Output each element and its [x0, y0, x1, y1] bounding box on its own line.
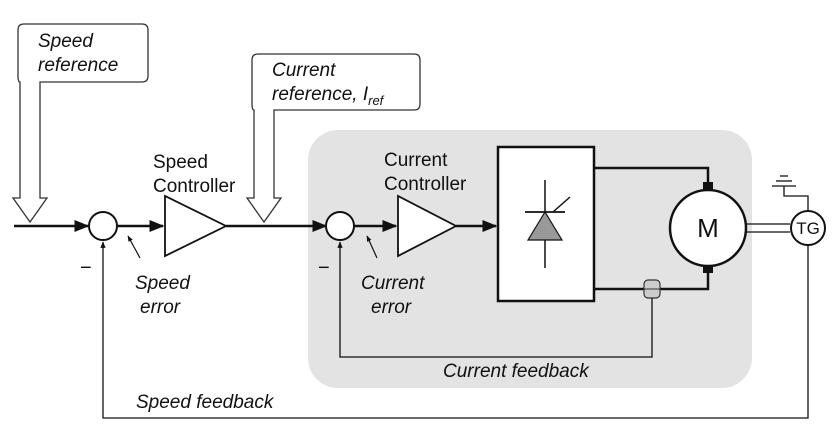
motor-terminal-top	[703, 182, 713, 190]
motor-supply-top	[594, 166, 710, 186]
speed-controller-label-line2: Controller	[153, 176, 236, 197]
current-feedback-label: Current feedback	[443, 361, 590, 382]
speed-feedback-line	[100, 241, 809, 419]
current-controller-triangle	[397, 194, 458, 258]
current-error-pointer	[366, 235, 378, 259]
speed-error-pointer	[127, 235, 141, 259]
current-error-label-line2: error	[371, 297, 412, 318]
current-controller-label-line2: Controller	[384, 174, 467, 195]
speed-error-label-line1: Speed	[135, 273, 191, 294]
speed-reference-callout	[11, 23, 149, 224]
motor-label: M	[697, 213, 719, 243]
current-error-label-line1: Current	[361, 273, 425, 294]
current-summing-junction	[325, 211, 355, 241]
motor-supply-bottom	[594, 270, 710, 291]
current-reference-label-line1: Current	[272, 60, 336, 81]
tachogenerator-label: TG	[796, 219, 820, 238]
speed-junction-minus: −	[80, 257, 92, 279]
motor-terminal-bottom	[703, 265, 713, 273]
current-feedback-line	[337, 241, 653, 358]
speed-summing-junction	[88, 211, 118, 241]
speed-feedback-label: Speed feedback	[136, 392, 275, 413]
current-controller-label-line1: Current	[384, 150, 448, 171]
speed-reference-label-line2: reference	[38, 55, 118, 76]
current-reference-label-line2: reference, Iref	[272, 84, 385, 108]
speed-controller-label-line1: Speed	[153, 152, 208, 173]
speed-error-label-line2: error	[140, 297, 181, 318]
thyristor-icon	[525, 180, 571, 268]
speed-reference-label-line1: Speed	[38, 31, 94, 52]
ground-icon	[772, 175, 809, 211]
current-junction-minus: −	[318, 257, 330, 279]
speed-controller-triangle	[164, 194, 229, 258]
current-reference-callout	[245, 53, 421, 224]
motor-circle	[668, 188, 748, 268]
